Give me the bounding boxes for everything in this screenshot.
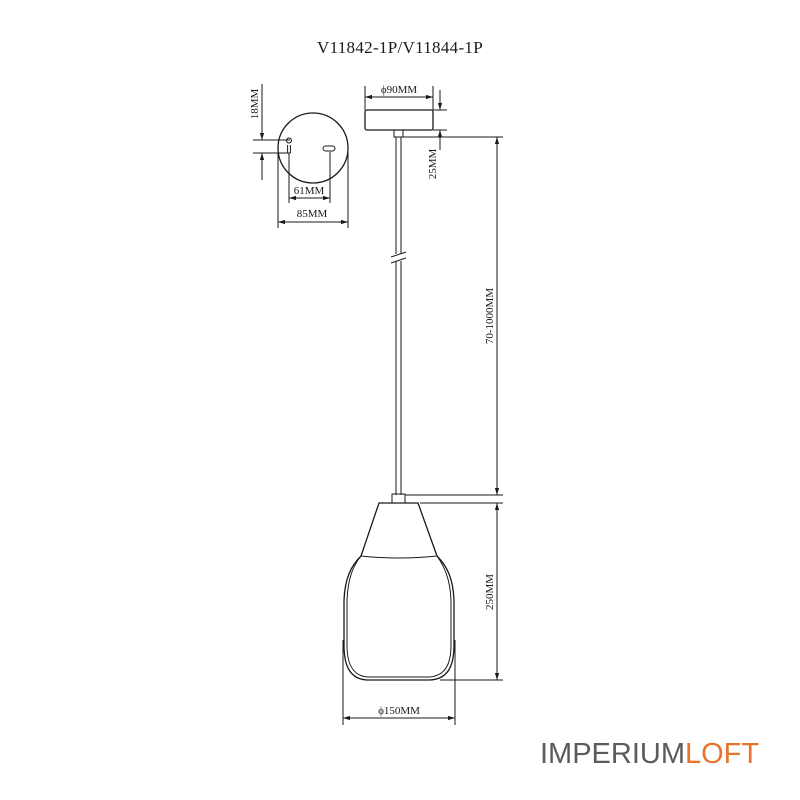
lamp-shade: [343, 493, 455, 681]
dimension-label: 18MM: [249, 89, 261, 120]
dimension-61mm: 61MM: [288, 152, 331, 203]
dimension-label: 70-1000MM: [484, 288, 496, 344]
dimension-25mm: 25MM: [427, 90, 447, 179]
slot-mount: [322, 145, 336, 152]
dimension-18mm: 18MM: [249, 84, 290, 180]
dimension-label: 250MM: [484, 574, 496, 610]
shade-outline: [343, 502, 455, 681]
dimension-label: ϕ150MM: [378, 705, 420, 717]
dimension-250mm: 250MM: [420, 502, 503, 681]
model-title: V11842-1P/V11844-1P: [317, 38, 483, 57]
canopy-cord-grip: [393, 129, 404, 138]
keyhole-mount: [286, 137, 292, 154]
cord-break-gap: [393, 254, 404, 261]
dimension-label: ϕ90MM: [381, 84, 418, 96]
logo-part-accent: LOFT: [685, 738, 759, 770]
shade-cap-edge: [360, 555, 438, 559]
dimension-90mm: ϕ90MM: [364, 84, 434, 110]
dimension-label: 61MM: [294, 185, 325, 197]
dimension-cord-length: 70-1000MM: [403, 136, 503, 496]
canopy: [364, 109, 434, 131]
suspension-cord: [390, 137, 407, 495]
cord-break-mark: [390, 257, 407, 264]
dimension-label: 25MM: [427, 149, 439, 180]
glass-inner-line: [346, 555, 452, 678]
cord-break-mark: [390, 251, 407, 258]
logo-part-main: IMPERIUM: [540, 738, 685, 770]
brand-logo: IMPERIUMLOFT: [540, 738, 759, 770]
dimension-label: 85MM: [297, 208, 328, 220]
shade-connector: [391, 493, 406, 504]
dimension-85mm: 85MM: [277, 148, 349, 228]
dimension-150mm: ϕ150MM: [342, 640, 456, 725]
